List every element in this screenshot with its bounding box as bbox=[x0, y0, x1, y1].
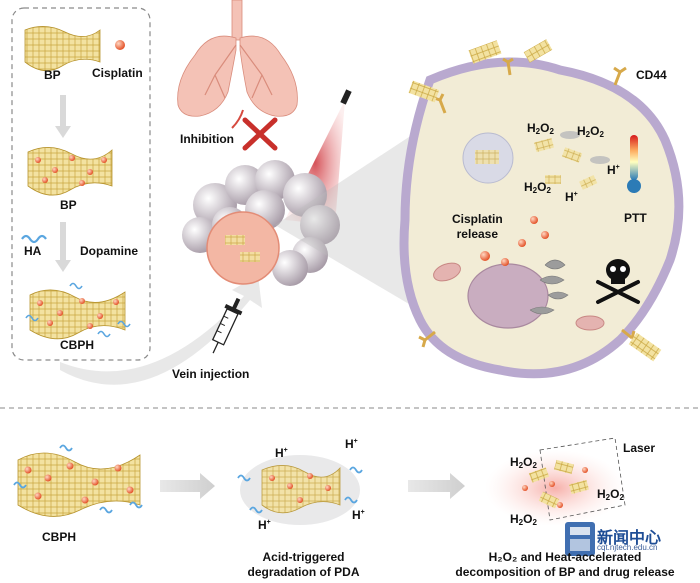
label-acid-caption-line2: degradation of PDA bbox=[247, 565, 360, 579]
label-ha: HA bbox=[24, 244, 42, 258]
tumor-cluster bbox=[182, 160, 340, 286]
label-bottom-cbph: CBPH bbox=[42, 530, 77, 544]
label-bp-loaded: BP bbox=[60, 198, 77, 212]
label-h2o2-1: H2O2 bbox=[510, 455, 537, 470]
label-h-plus-a: H+ bbox=[607, 163, 620, 177]
bp-fragments bbox=[534, 131, 610, 190]
label-h2o2-a: H2O2 bbox=[527, 121, 554, 136]
label-h-plus-4: H+ bbox=[352, 508, 365, 522]
label-h2o2-3: H2O2 bbox=[510, 512, 537, 527]
nucleus bbox=[467, 263, 549, 329]
cd44-receptor-icon bbox=[418, 57, 640, 348]
label-laser: Laser bbox=[623, 441, 656, 455]
label-ptt: PTT bbox=[624, 211, 647, 225]
label-heat-caption-line2: decomposition of BP and drug release bbox=[455, 565, 675, 579]
laser-cone bbox=[539, 437, 626, 521]
label-acid-caption-line1: Acid-triggered bbox=[262, 550, 345, 564]
inhibition-x-icon bbox=[242, 117, 278, 151]
label-h2o2-2: H2O2 bbox=[597, 487, 624, 502]
label-dopamine: Dopamine bbox=[80, 244, 139, 258]
mitochondrion bbox=[433, 262, 461, 282]
cbph-nanosheet-icon bbox=[25, 282, 131, 340]
bp-loaded-sheet-icon bbox=[27, 147, 113, 196]
golgi bbox=[529, 259, 569, 315]
released-cisplatin bbox=[480, 216, 549, 266]
label-h-plus-1: H+ bbox=[275, 446, 288, 460]
label-cisplatin-release: Cisplatin release bbox=[452, 212, 503, 241]
syringe-icon bbox=[211, 297, 243, 354]
label-vein-injection: Vein injection bbox=[172, 367, 250, 381]
label-cbph: CBPH bbox=[60, 338, 95, 352]
ptt-thermometer-icon bbox=[630, 135, 638, 180]
docked-nanoparticles bbox=[408, 39, 662, 362]
label-h2o2-b: H2O2 bbox=[577, 124, 604, 139]
ha-polymer-icon bbox=[21, 234, 47, 244]
mitochondrion bbox=[575, 315, 605, 331]
process-arrow-2 bbox=[408, 473, 465, 499]
lungs-icon bbox=[177, 0, 298, 117]
label-heat-caption-line1: H₂O₂ and Heat-accelerated bbox=[488, 550, 642, 564]
process-arrow-1 bbox=[160, 473, 215, 499]
bottom-cbph-sheet-icon bbox=[13, 444, 143, 517]
label-h-plus-3: H+ bbox=[258, 518, 271, 532]
cisplatin-dot-icon bbox=[115, 40, 125, 50]
laser-device-icon bbox=[340, 89, 352, 105]
acid-degradation-sheet-icon bbox=[237, 455, 363, 525]
label-cisplatin: Cisplatin bbox=[92, 66, 143, 80]
watermark-logo-icon bbox=[565, 522, 595, 556]
label-bp: BP bbox=[44, 68, 61, 82]
label-cd44: CD44 bbox=[636, 68, 667, 82]
bp-sheet-icon bbox=[24, 26, 101, 71]
preparation-box bbox=[11, 7, 151, 361]
skull-crossbones-icon bbox=[596, 259, 640, 304]
label-h-plus-b: H+ bbox=[565, 190, 578, 204]
tumor-cell-zoom-source bbox=[206, 211, 280, 285]
heat-decomposition-group bbox=[485, 437, 626, 526]
label-h-plus-2: H+ bbox=[345, 437, 358, 451]
label-inhibition: Inhibition bbox=[180, 132, 234, 146]
label-h2o2-c: H2O2 bbox=[524, 180, 551, 195]
watermark-url: cqt.njtech.edu.cn bbox=[597, 543, 658, 552]
watermark-title: 新闻中心 bbox=[597, 530, 662, 547]
